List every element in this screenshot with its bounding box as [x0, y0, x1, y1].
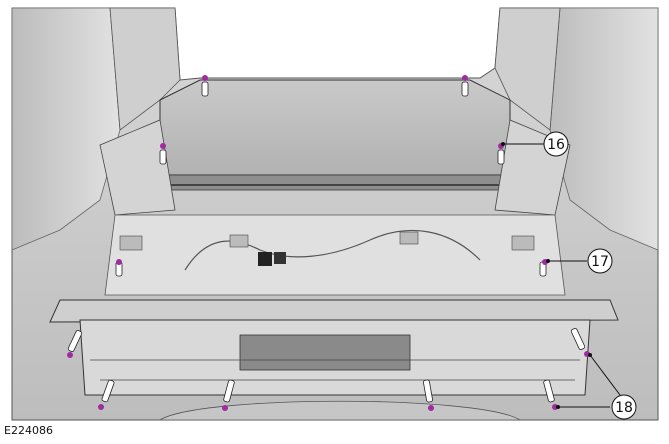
fastener-floor-right — [539, 259, 548, 277]
fastener-lower-1 — [67, 330, 83, 358]
fastener-top-left — [201, 75, 209, 97]
callout-16: 16 — [543, 131, 569, 157]
rear-floor-area — [104, 214, 566, 296]
callout-17-label: 17 — [591, 254, 609, 270]
callout-17: 17 — [587, 248, 613, 274]
callout-18: 18 — [611, 394, 637, 420]
fastener-floor-left — [115, 259, 123, 277]
fastener-lower-3 — [222, 379, 235, 411]
fasteners — [67, 75, 590, 411]
fastener-lower-6 — [570, 328, 590, 357]
parcel-shelf-panel — [154, 79, 516, 191]
leader-lines — [501, 142, 621, 409]
fastener-lower-4 — [423, 379, 434, 411]
fastener-top-right — [461, 75, 469, 97]
figure-reference-code: E224086 — [4, 424, 53, 437]
rear-lower-panel — [49, 299, 619, 421]
fastener-shelf-right — [497, 143, 505, 165]
callout-18-label: 18 — [615, 400, 633, 416]
fastener-lower-5 — [543, 379, 558, 410]
callout-16-label: 16 — [547, 137, 565, 153]
fastener-lower-2 — [98, 379, 115, 410]
fastener-shelf-left — [159, 143, 167, 165]
